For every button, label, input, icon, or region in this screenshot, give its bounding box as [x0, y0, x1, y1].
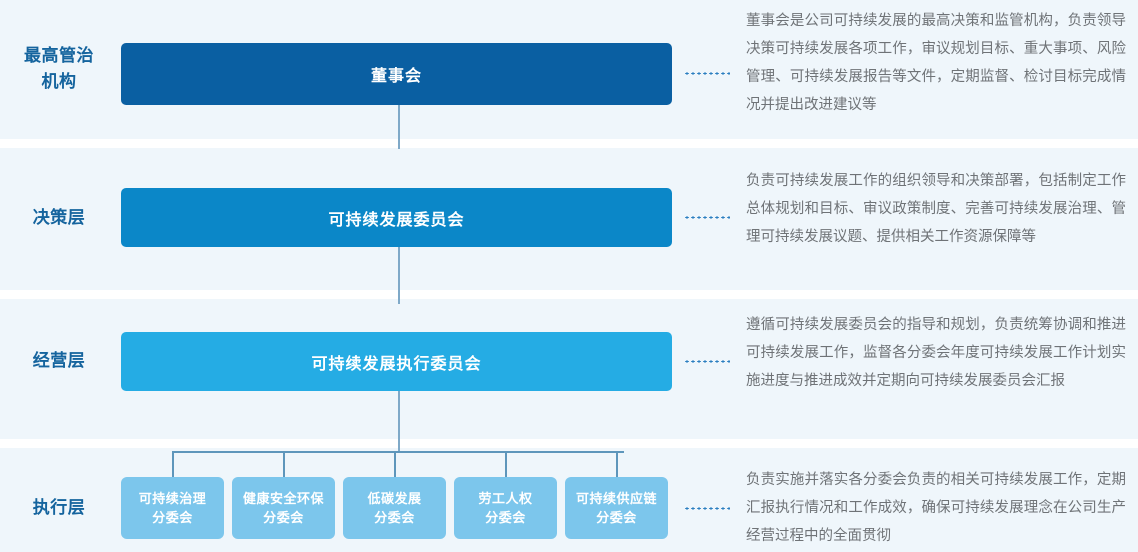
node-sustainability-committee[interactable]: 可持续发展委员会 — [121, 188, 672, 247]
leader-dots-row-2 — [684, 360, 730, 363]
subcommittee-label-line1: 劳工人权 — [478, 491, 533, 506]
drop-line-5 — [616, 451, 618, 477]
subcommittee-labor-human-rights[interactable]: 劳工人权 分委会 — [454, 477, 557, 539]
leader-dots-row-1 — [684, 216, 730, 219]
subcommittee-label-line2: 分委会 — [596, 510, 637, 525]
subcommittee-label-line1: 低碳发展 — [367, 491, 422, 506]
subcommittee-label-line2: 分委会 — [374, 510, 415, 525]
tier-label-management: 经营层 — [0, 348, 118, 374]
subcommittee-sustainable-governance[interactable]: 可持续治理 分委会 — [121, 477, 224, 539]
subcommittee-label-line2: 分委会 — [485, 510, 526, 525]
drop-line-3 — [394, 451, 396, 477]
leader-dots-row-3 — [684, 507, 730, 510]
description-execution: 负责实施并落实各分委会负责的相关可持续发展工作，定期汇报执行情况和工作成效，确保… — [746, 472, 1126, 544]
connector-line-1-2 — [398, 247, 400, 304]
node-label: 董事会 — [370, 68, 422, 85]
tier-label-decision: 决策层 — [0, 205, 118, 231]
subcommittee-label-line1: 可持续治理 — [138, 491, 207, 506]
description-management: 遵循可持续发展委员会的指导和规划，负责统筹协调和推进可持续发展工作，监督各分委会… — [746, 317, 1126, 389]
tier-label-line2: 机构 — [41, 72, 77, 91]
branch-bus-line — [172, 451, 624, 453]
drop-line-1 — [172, 451, 174, 477]
description-top-governance: 董事会是公司可持续发展的最高决策和监管机构，负责领导决策可持续发展各项工作，审议… — [746, 13, 1126, 113]
node-board-of-directors[interactable]: 董事会 — [121, 43, 672, 105]
subcommittee-sustainable-supply-chain[interactable]: 可持续供应链 分委会 — [565, 477, 668, 539]
connector-line-2-3 — [398, 391, 400, 451]
subcommittee-label-line2: 分委会 — [152, 510, 193, 525]
node-label: 可持续发展委员会 — [328, 211, 465, 229]
tier-label-top-governance: 最高管治 机构 — [0, 43, 118, 95]
subcommittee-health-safety-environment[interactable]: 健康安全环保 分委会 — [232, 477, 335, 539]
connector-line-0-1 — [398, 104, 400, 149]
subcommittee-label-line1: 健康安全环保 — [242, 491, 324, 506]
node-sustainability-executive-committee[interactable]: 可持续发展执行委员会 — [121, 332, 672, 391]
subcommittee-label-line1: 可持续供应链 — [575, 491, 657, 506]
drop-line-4 — [505, 451, 507, 477]
tier-label-line1: 执行层 — [32, 498, 86, 517]
tier-label-line1: 经营层 — [32, 351, 86, 370]
subcommittee-low-carbon-development[interactable]: 低碳发展 分委会 — [343, 477, 446, 539]
tier-label-execution: 执行层 — [0, 495, 118, 521]
node-label: 可持续发展执行委员会 — [311, 355, 482, 373]
tier-label-line1: 最高管治 — [24, 46, 94, 65]
leader-dots-row-0 — [684, 72, 730, 75]
tier-label-line1: 决策层 — [32, 208, 86, 227]
description-decision: 负责可持续发展工作的组织领导和决策部署，包括制定工作总体规划和目标、审议政策制度… — [746, 173, 1126, 245]
subcommittee-label-line2: 分委会 — [263, 510, 304, 525]
drop-line-2 — [283, 451, 285, 477]
